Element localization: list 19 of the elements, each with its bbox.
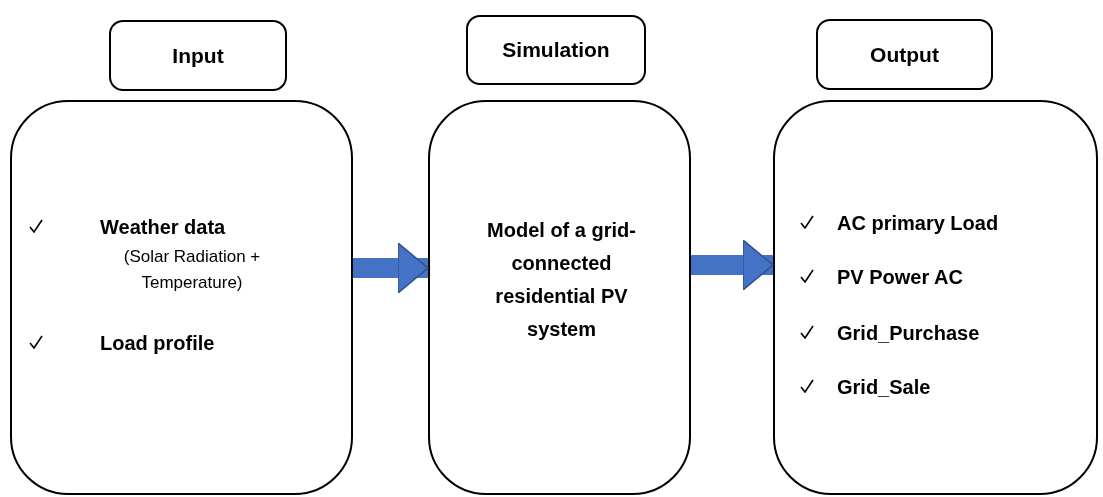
stage-title: Output [870, 42, 939, 67]
list-item: Grid_Purchase [837, 321, 981, 346]
simulation-panel [428, 100, 691, 495]
stage-header-box [109, 20, 287, 91]
list-item: AC primary Load [837, 211, 1000, 236]
list-item: Weather data [100, 215, 227, 240]
stage-title: Input [172, 43, 224, 68]
stage-title: Simulation [502, 38, 610, 62]
output-panel [773, 100, 1098, 495]
list-item: PV Power AC [837, 265, 964, 290]
block-arrow [353, 242, 429, 294]
description-text: (Solar Radiation + Temperature) [122, 246, 262, 294]
stage-header-box [466, 15, 646, 85]
input-panel [10, 100, 353, 495]
block-arrow [691, 239, 774, 291]
list-item: Grid_Sale [837, 375, 932, 400]
stage-header-box [816, 19, 993, 90]
list-item: Load profile [100, 331, 216, 356]
description-text: Model of a grid-connected residential PV system [486, 218, 637, 342]
